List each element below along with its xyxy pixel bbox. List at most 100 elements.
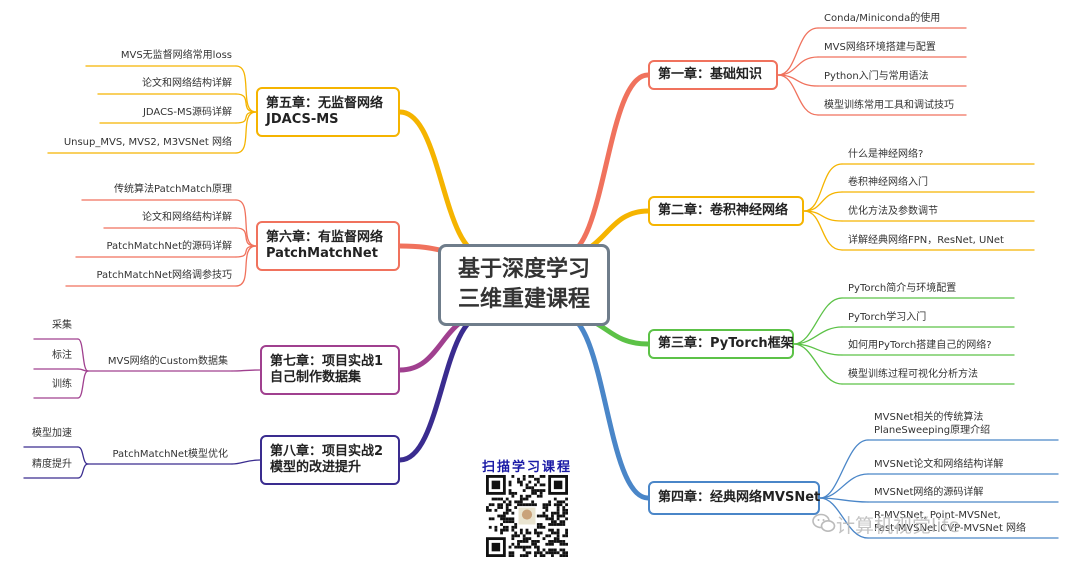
ch2-leaf-2-line-1: 卷积神经网络入门 — [848, 177, 928, 188]
ch2-leaf-4-line-1: 详解经典网络FPN，ResNet, UNet — [848, 235, 1004, 246]
ch1-leaf-2-line-1: MVS网络环境搭建与配置 — [824, 42, 936, 53]
watermark-text: 计算机视觉life — [836, 515, 960, 537]
ch8-topic-line1: 第八章：项目实战2 — [270, 443, 384, 459]
ch4-leaf-1-line-1: MVSNet相关的传统算法 — [874, 412, 984, 423]
ch4-topic-line1: 第四章：经典网络MVSNet — [658, 489, 821, 505]
ch2-leaf-1-line-1: 什么是神经网络? — [848, 149, 924, 160]
ch7-leaf-3[interactable]: 训练 — [52, 379, 72, 392]
ch8-sub-edge — [231, 459, 261, 465]
ch4-leaf-2-edge — [819, 473, 869, 499]
ch6-topic-line2: PatchMatchNet — [266, 246, 378, 261]
ch7-leaf-1[interactable]: 采集 — [52, 320, 72, 333]
ch3-leaf-3[interactable]: 如何用PyTorch搭建自己的网络? — [848, 340, 992, 353]
ch4-leaf-4-line-2: Fast-MVSNet,CVP-MVSNet 网络 — [874, 522, 1027, 534]
ch8-leaf-2-line-1: 精度提升 — [32, 459, 72, 470]
ch4-leaf-4-edge — [819, 497, 869, 539]
ch3-topic[interactable]: 第三章：PyTorch框架 — [648, 329, 794, 359]
ch2-topic-line1: 第二章：卷积神经网络 — [658, 202, 789, 218]
ch2-leaf-3[interactable]: 优化方法及参数调节 — [848, 206, 938, 219]
ch3-leaf-2[interactable]: PyTorch学习入门 — [848, 312, 926, 325]
ch7-leaf-1-line-1: 采集 — [52, 320, 72, 331]
ch7-leaf-3-edge — [77, 370, 89, 399]
ch3-leaf-4-edge — [793, 343, 843, 385]
ch2-topic[interactable]: 第二章：卷积神经网络 — [648, 196, 804, 226]
ch5-leaf-3-edge — [235, 111, 257, 124]
ch4-leaf-3-line-1: MVSNet网络的源码详解 — [874, 487, 984, 498]
qr-title: 扫描学习课程 — [482, 460, 573, 475]
ch5-branch — [397, 109, 487, 258]
ch1-topic[interactable]: 第一章：基础知识 — [648, 60, 778, 90]
ch6-leaf-2[interactable]: 论文和网络结构详解 — [142, 212, 232, 225]
ch7-topic-line2: 自己制作数据集 — [270, 370, 362, 385]
ch2-leaf-4[interactable]: 详解经典网络FPN，ResNet, UNet — [848, 235, 1004, 248]
ch2-leaf-3-line-1: 优化方法及参数调节 — [848, 206, 938, 217]
ch8-subtopic[interactable]: PatchMatchNet模型优化 — [112, 449, 228, 460]
ch2-leaf-2-edge — [803, 191, 843, 212]
ch1-leaf-4[interactable]: 模型训练常用工具和调试技巧 — [824, 100, 954, 113]
ch1-leaf-1-line-1: Conda/Miniconda的使用 — [824, 13, 941, 24]
ch3-leaf-1[interactable]: PyTorch简介与环境配置 — [848, 283, 956, 296]
ch6-leaf-1-edge — [235, 199, 257, 247]
center-topic-line1: 基于深度学习 — [457, 257, 590, 283]
ch6-leaf-1[interactable]: 传统算法PatchMatch原理 — [114, 184, 232, 197]
ch1-leaf-1-edge — [777, 27, 819, 76]
ch4-leaf-3[interactable]: MVSNet网络的源码详解 — [874, 487, 983, 500]
ch4-leaf-2[interactable]: MVSNet论文和网络结构详解 — [874, 459, 1003, 472]
ch5-leaf-2-line-1: 论文和网络结构详解 — [142, 78, 232, 89]
ch7-subtopic[interactable]: MVS网络的Custom数据集 — [107, 356, 228, 367]
ch5-leaf-1[interactable]: MVS无监督网络常用loss — [121, 50, 232, 63]
ch1-leaf-2[interactable]: MVS网络环境搭建与配置 — [824, 42, 936, 55]
ch2-leaf-4-edge — [803, 210, 843, 251]
ch8-leaf-1[interactable]: 模型加速 — [32, 428, 72, 441]
ch6-leaf-4-line-1: PatchMatchNet网络调参技巧 — [96, 270, 232, 281]
ch2-leaf-2[interactable]: 卷积神经网络入门 — [848, 177, 928, 190]
ch7-leaf-1-edge — [77, 338, 89, 372]
ch5-topic-line2: JDACS-MS — [266, 112, 339, 127]
ch5-leaf-4-line-1: Unsup_MVS, MVS2, M3VSNet 网络 — [63, 137, 232, 148]
ch5-leaf-3[interactable]: JDACS-MS源码详解 — [143, 107, 232, 120]
ch5-leaf-4[interactable]: Unsup_MVS, MVS2, M3VSNet 网络 — [64, 137, 232, 150]
ch3-leaf-4-line-1: 模型训练过程可视化分析方法 — [848, 369, 978, 380]
ch6-leaf-2-line-1: 论文和网络结构详解 — [142, 212, 232, 223]
ch1-branch — [561, 72, 651, 258]
ch2-leaf-1-edge — [803, 163, 843, 212]
ch4-leaf-4[interactable]: R-MVSNet, Point-MVSNet,Fast-MVSNet,CVP-M… — [874, 510, 1026, 535]
center-topic[interactable]: 基于深度学习 三维重建课程 — [438, 244, 610, 326]
ch5-leaf-3-line-1: JDACS-MS源码详解 — [142, 107, 232, 118]
ch1-leaf-4-line-1: 模型训练常用工具和调试技巧 — [824, 100, 954, 111]
ch4-topic[interactable]: 第四章：经典网络MVSNet — [648, 481, 820, 515]
ch6-leaf-3-line-1: PatchMatchNet的源码详解 — [106, 241, 232, 252]
center-topic-line2: 三维重建课程 — [457, 287, 590, 312]
ch8-leaf-2-edge — [77, 463, 89, 479]
ch5-leaf-4-edge — [235, 111, 257, 154]
ch3-leaf-4[interactable]: 模型训练过程可视化分析方法 — [848, 369, 978, 382]
ch6-leaf-3-edge — [235, 245, 257, 258]
ch5-leaf-2[interactable]: 论文和网络结构详解 — [142, 78, 232, 91]
ch1-leaf-1[interactable]: Conda/Miniconda的使用 — [824, 13, 940, 26]
ch3-topic-line1: 第三章：PyTorch框架 — [658, 335, 794, 351]
qr-code[interactable] — [486, 475, 568, 557]
ch6-leaf-3[interactable]: PatchMatchNet的源码详解 — [106, 241, 232, 254]
ch7-leaf-2[interactable]: 标注 — [52, 350, 72, 363]
ch5-leaf-1-edge — [235, 65, 257, 113]
ch6-leaf-4[interactable]: PatchMatchNet网络调参技巧 — [96, 270, 232, 283]
ch7-topic-line1: 第七章：项目实战1 — [270, 353, 384, 369]
ch2-leaf-1[interactable]: 什么是神经网络? — [848, 149, 923, 162]
ch3-leaf-2-edge — [793, 326, 843, 345]
ch8-leaf-2[interactable]: 精度提升 — [32, 459, 72, 472]
ch3-leaf-1-line-1: PyTorch简介与环境配置 — [848, 283, 957, 294]
ch6-leaf-1-line-1: 传统算法PatchMatch原理 — [114, 184, 232, 195]
ch6-leaf-2-edge — [235, 227, 257, 247]
ch8-topic-line2: 模型的改进提升 — [270, 460, 362, 475]
ch8-branch — [397, 312, 487, 463]
ch1-topic-line1: 第一章：基础知识 — [658, 66, 763, 82]
ch1-leaf-3[interactable]: Python入门与常用语法 — [824, 71, 929, 84]
ch3-leaf-1-edge — [793, 297, 843, 345]
